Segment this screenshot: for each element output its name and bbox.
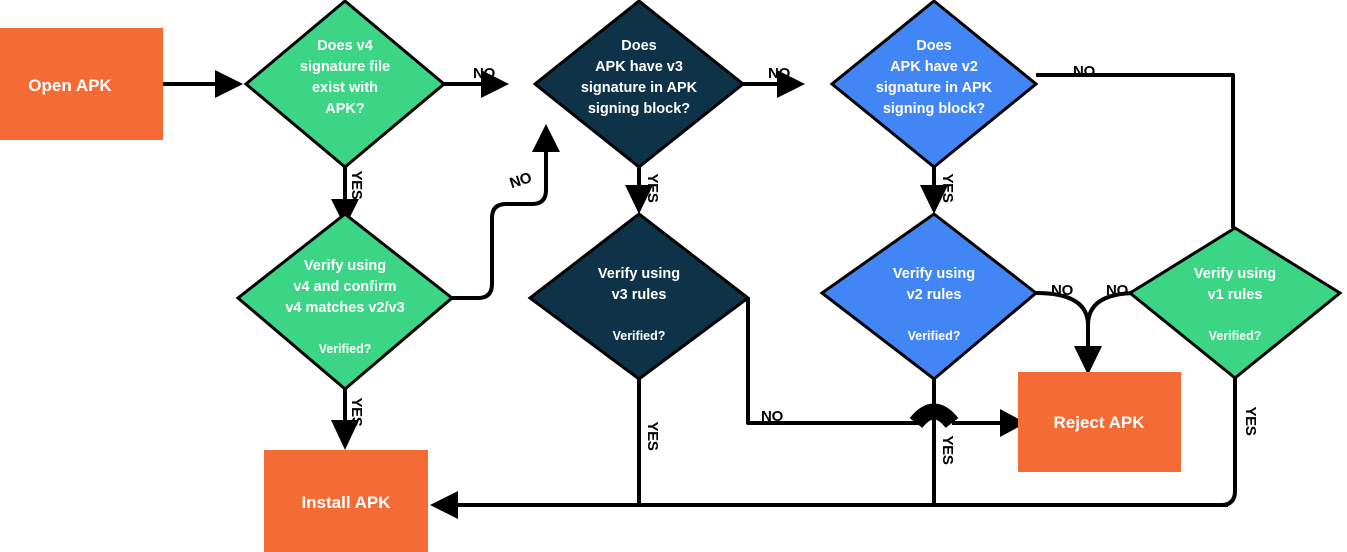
reject-apk-rect <box>1018 372 1181 472</box>
node-v2-exists[interactable]: Does APK have v2 signature in APK signin… <box>829 0 1039 169</box>
v3-exists-line-4: signing block? <box>588 101 690 117</box>
v4-verify-diamond <box>235 212 455 391</box>
node-v1-verify[interactable]: Verify using v1 rules Verified? <box>1127 226 1343 380</box>
v2-verify-sub: Verified? <box>908 329 961 343</box>
v4-exists-line-2: signature file <box>300 59 390 75</box>
edge-label-v2verify-no: NO <box>1051 282 1074 299</box>
edge-label-v3verify-no: NO <box>761 408 784 425</box>
v3-exists-line-2: APK have v3 <box>595 59 683 75</box>
v4-verify-sub: Verified? <box>319 342 372 356</box>
v3-exists-line-1: Does <box>621 38 656 54</box>
v1-verify-line-1: Verify using <box>1194 266 1276 282</box>
edge-label-v4verify-yes: YES <box>348 397 365 426</box>
v2-exists-line-2: APK have v2 <box>890 59 978 75</box>
edge-v4verify-no <box>452 145 548 300</box>
edge-v1verify-yes <box>1220 356 1237 507</box>
v4-exists-line-4: APK? <box>325 101 365 117</box>
v3-exists-diamond <box>532 0 746 169</box>
edge-label-v4verify-no: NO <box>508 169 535 192</box>
arrowhead-install-apk <box>430 491 458 519</box>
v4-exists-diamond <box>243 0 447 169</box>
arrowhead-open-to-v4exists <box>215 70 243 98</box>
install-apk-rect <box>264 450 428 552</box>
edge-v2exists-no <box>1036 73 1235 228</box>
v3-verify-diamond <box>527 212 751 381</box>
v3-verify-line-2: v3 rules <box>612 287 667 303</box>
arrowhead-v3exists-yes <box>625 185 653 214</box>
v1-verify-line-2: v1 rules <box>1208 287 1263 303</box>
reject-apk-label: Reject APK <box>1053 413 1145 432</box>
edge-label-v4exists-yes: YES <box>348 170 365 199</box>
edge-labels-layer: NO YES NO YES NO YES NO YES NO YES NO YE… <box>348 63 1259 465</box>
edge-label-v4exists-no: NO <box>473 65 496 82</box>
arrowhead-v2exists-yes <box>920 185 948 214</box>
v2-verify-line-2: v2 rules <box>907 287 962 303</box>
edge-label-v2exists-no: NO <box>1073 63 1096 80</box>
node-open-apk[interactable]: Open APK <box>0 28 163 140</box>
v2-verify-diamond <box>819 212 1039 381</box>
arrowhead-v4exists-no <box>481 70 509 98</box>
install-apk-label: Install APK <box>301 493 391 512</box>
v4-exists-line-3: exist with <box>312 80 378 96</box>
arrowhead-v3exists-no <box>777 70 805 98</box>
node-install-apk[interactable]: Install APK <box>264 450 428 552</box>
edge-label-v2exists-yes: YES <box>939 173 956 202</box>
edge-label-v3verify-yes: YES <box>644 421 661 450</box>
node-v4-exists[interactable]: Does v4 signature file exist with APK? <box>243 0 447 169</box>
arrowhead-v4verify-no <box>532 124 560 152</box>
edge-label-v3exists-no: NO <box>768 65 791 82</box>
node-reject-apk[interactable]: Reject APK <box>1018 372 1181 472</box>
v3-verify-sub: Verified? <box>613 329 666 343</box>
v3-verify-line-1: Verify using <box>598 266 680 282</box>
edge-v2verify-no <box>1035 291 1090 352</box>
arrowhead-v4verify-yes <box>331 420 359 450</box>
node-v3-verify[interactable]: Verify using v3 rules Verified? <box>527 212 751 381</box>
edge-reject-feed-hop <box>909 403 959 429</box>
edge-label-v1verify-no: NO <box>1106 282 1129 299</box>
arrowhead-v2verify-no <box>1074 346 1102 375</box>
edge-label-v2verify-yes: YES <box>939 435 956 464</box>
open-apk-rect <box>0 28 163 140</box>
edge-label-v3exists-yes: YES <box>644 173 661 202</box>
v1-verify-diamond <box>1127 226 1343 380</box>
edge-label-v1verify-yes: YES <box>1242 406 1259 435</box>
arrowhead-reject-apk <box>1000 409 1026 437</box>
v2-exists-diamond <box>829 0 1039 169</box>
open-apk-label: Open APK <box>28 76 112 95</box>
node-v3-exists[interactable]: Does APK have v3 signature in APK signin… <box>532 0 746 169</box>
node-v4-verify[interactable]: Verify using v4 and confirm v4 matches v… <box>235 212 455 391</box>
v1-verify-sub: Verified? <box>1209 329 1262 343</box>
v4-verify-line-3: v4 matches v2/v3 <box>285 300 404 316</box>
v4-verify-line-1: Verify using <box>304 258 386 274</box>
v4-exists-line-1: Does v4 <box>317 38 373 54</box>
v2-exists-line-3: signature in APK <box>876 80 993 96</box>
v2-exists-line-1: Does <box>916 38 951 54</box>
v4-verify-line-2: v4 and confirm <box>293 279 396 295</box>
v2-verify-line-1: Verify using <box>893 266 975 282</box>
v2-exists-line-4: signing block? <box>883 101 985 117</box>
v3-exists-line-3: signature in APK <box>581 80 698 96</box>
node-v2-verify[interactable]: Verify using v2 rules Verified? <box>819 212 1039 381</box>
